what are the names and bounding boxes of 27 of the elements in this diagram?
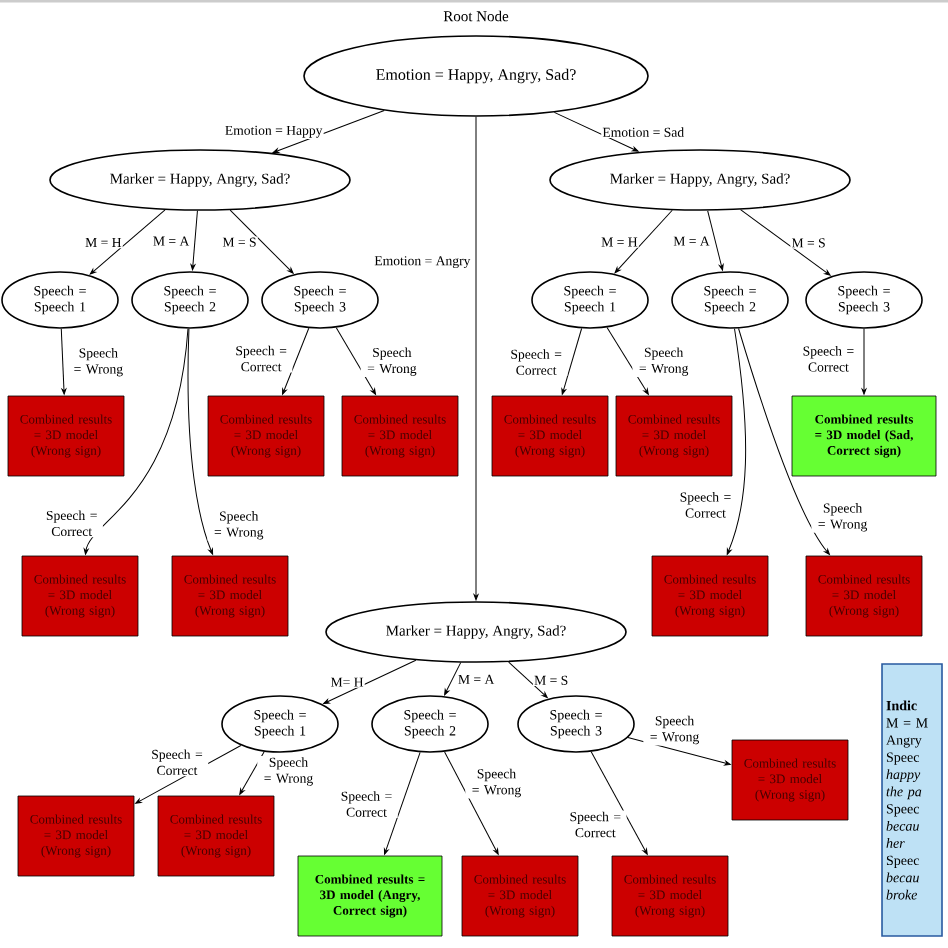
arrow bbox=[60, 328, 67, 395]
arrow bbox=[627, 737, 731, 766]
arrow bbox=[553, 111, 639, 152]
arrow bbox=[239, 751, 265, 795]
arrow bbox=[726, 328, 747, 555]
arrow bbox=[190, 210, 198, 271]
arrow bbox=[606, 327, 649, 395]
arrow bbox=[229, 209, 294, 274]
arrow bbox=[473, 116, 479, 601]
arrow bbox=[187, 328, 214, 555]
arrow bbox=[282, 327, 310, 395]
arrow bbox=[561, 328, 583, 395]
arrow bbox=[740, 209, 831, 276]
arrow bbox=[508, 661, 548, 699]
arrow bbox=[738, 328, 830, 555]
arrow bbox=[335, 327, 377, 395]
arrow bbox=[323, 659, 417, 704]
arrow bbox=[89, 209, 166, 275]
arrow bbox=[444, 662, 462, 696]
arrow bbox=[590, 751, 648, 855]
arrow bbox=[861, 328, 867, 395]
arrow bbox=[272, 110, 385, 153]
arrow bbox=[444, 751, 499, 855]
arrow bbox=[83, 328, 189, 555]
arrow bbox=[383, 751, 421, 855]
arrow bbox=[707, 210, 724, 271]
arrow bbox=[614, 209, 673, 274]
